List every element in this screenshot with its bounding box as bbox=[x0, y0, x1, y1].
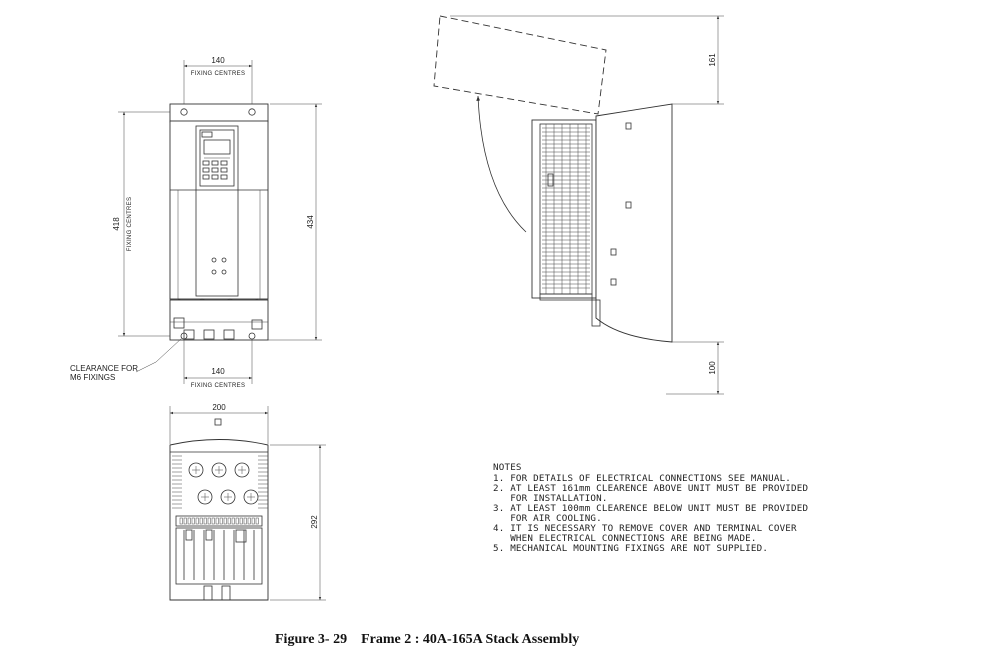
clearance-note-line1: CLEARANCE FOR bbox=[70, 364, 138, 373]
control-terminal bbox=[251, 517, 255, 525]
figure-caption: Figure 3- 29 Frame 2 : 40A-165A Stack As… bbox=[275, 632, 579, 647]
notes-heading: NOTES bbox=[493, 462, 522, 473]
front-left-dimension: 418 bbox=[112, 217, 121, 231]
front-view: 140 FIXING CENTRES 418 FIXING CENTRES 43… bbox=[70, 56, 322, 389]
notes-block: NOTES 1. FOR DETAILS OF ELECTRICAL CONNE… bbox=[493, 462, 808, 554]
note-line: FOR INSTALLATION. bbox=[493, 493, 608, 504]
front-bottom-dimension-label: FIXING CENTRES bbox=[191, 383, 246, 389]
front-top-dimension-label: FIXING CENTRES bbox=[191, 71, 246, 77]
bottom-height-dimension: 292 bbox=[310, 515, 319, 529]
control-terminal bbox=[187, 517, 191, 525]
note-line: WHEN ELECTRICAL CONNECTIONS ARE BEING MA… bbox=[493, 533, 757, 544]
control-terminal bbox=[239, 517, 243, 525]
control-terminal bbox=[183, 517, 187, 525]
front-bottom-dimension: 140 bbox=[211, 367, 225, 376]
control-terminal bbox=[227, 517, 231, 525]
control-terminal bbox=[199, 517, 203, 525]
control-terminal bbox=[219, 517, 223, 525]
control-terminal bbox=[247, 517, 251, 525]
control-terminal bbox=[195, 517, 199, 525]
control-terminal bbox=[235, 517, 239, 525]
control-terminal bbox=[211, 517, 215, 525]
bottom-view: 200 bbox=[169, 403, 326, 601]
note-line: FOR AIR COOLING. bbox=[493, 513, 602, 524]
side-top-clearance: 161 bbox=[708, 53, 717, 67]
note-line: 2. AT LEAST 161mm CLEARENCE ABOVE UNIT M… bbox=[493, 483, 808, 494]
note-line: 5. MECHANICAL MOUNTING FIXINGS ARE NOT S… bbox=[493, 543, 768, 554]
note-line: 4. IT IS NECESSARY TO REMOVE COVER AND T… bbox=[493, 523, 797, 534]
note-line: 3. AT LEAST 100mm CLEARENCE BELOW UNIT M… bbox=[493, 503, 808, 514]
control-terminal bbox=[179, 517, 183, 525]
control-terminal bbox=[231, 517, 235, 525]
control-terminal bbox=[207, 517, 211, 525]
side-bottom-clearance: 100 bbox=[708, 361, 717, 375]
control-terminal bbox=[223, 517, 227, 525]
control-terminal bbox=[243, 517, 247, 525]
control-terminal bbox=[203, 517, 207, 525]
control-terminal bbox=[191, 517, 195, 525]
front-top-dimension: 140 bbox=[211, 56, 225, 65]
front-right-dimension: 434 bbox=[306, 215, 315, 229]
side-view: 161 100 bbox=[433, 15, 724, 395]
control-terminal bbox=[255, 517, 259, 525]
bottom-width-dimension: 200 bbox=[212, 403, 226, 412]
clearance-note-line2: M6 FIXINGS bbox=[70, 373, 115, 382]
note-line: 1. FOR DETAILS OF ELECTRICAL CONNECTIONS… bbox=[493, 473, 791, 484]
control-terminal bbox=[215, 517, 219, 525]
front-left-dimension-label: FIXING CENTRES bbox=[127, 197, 133, 252]
